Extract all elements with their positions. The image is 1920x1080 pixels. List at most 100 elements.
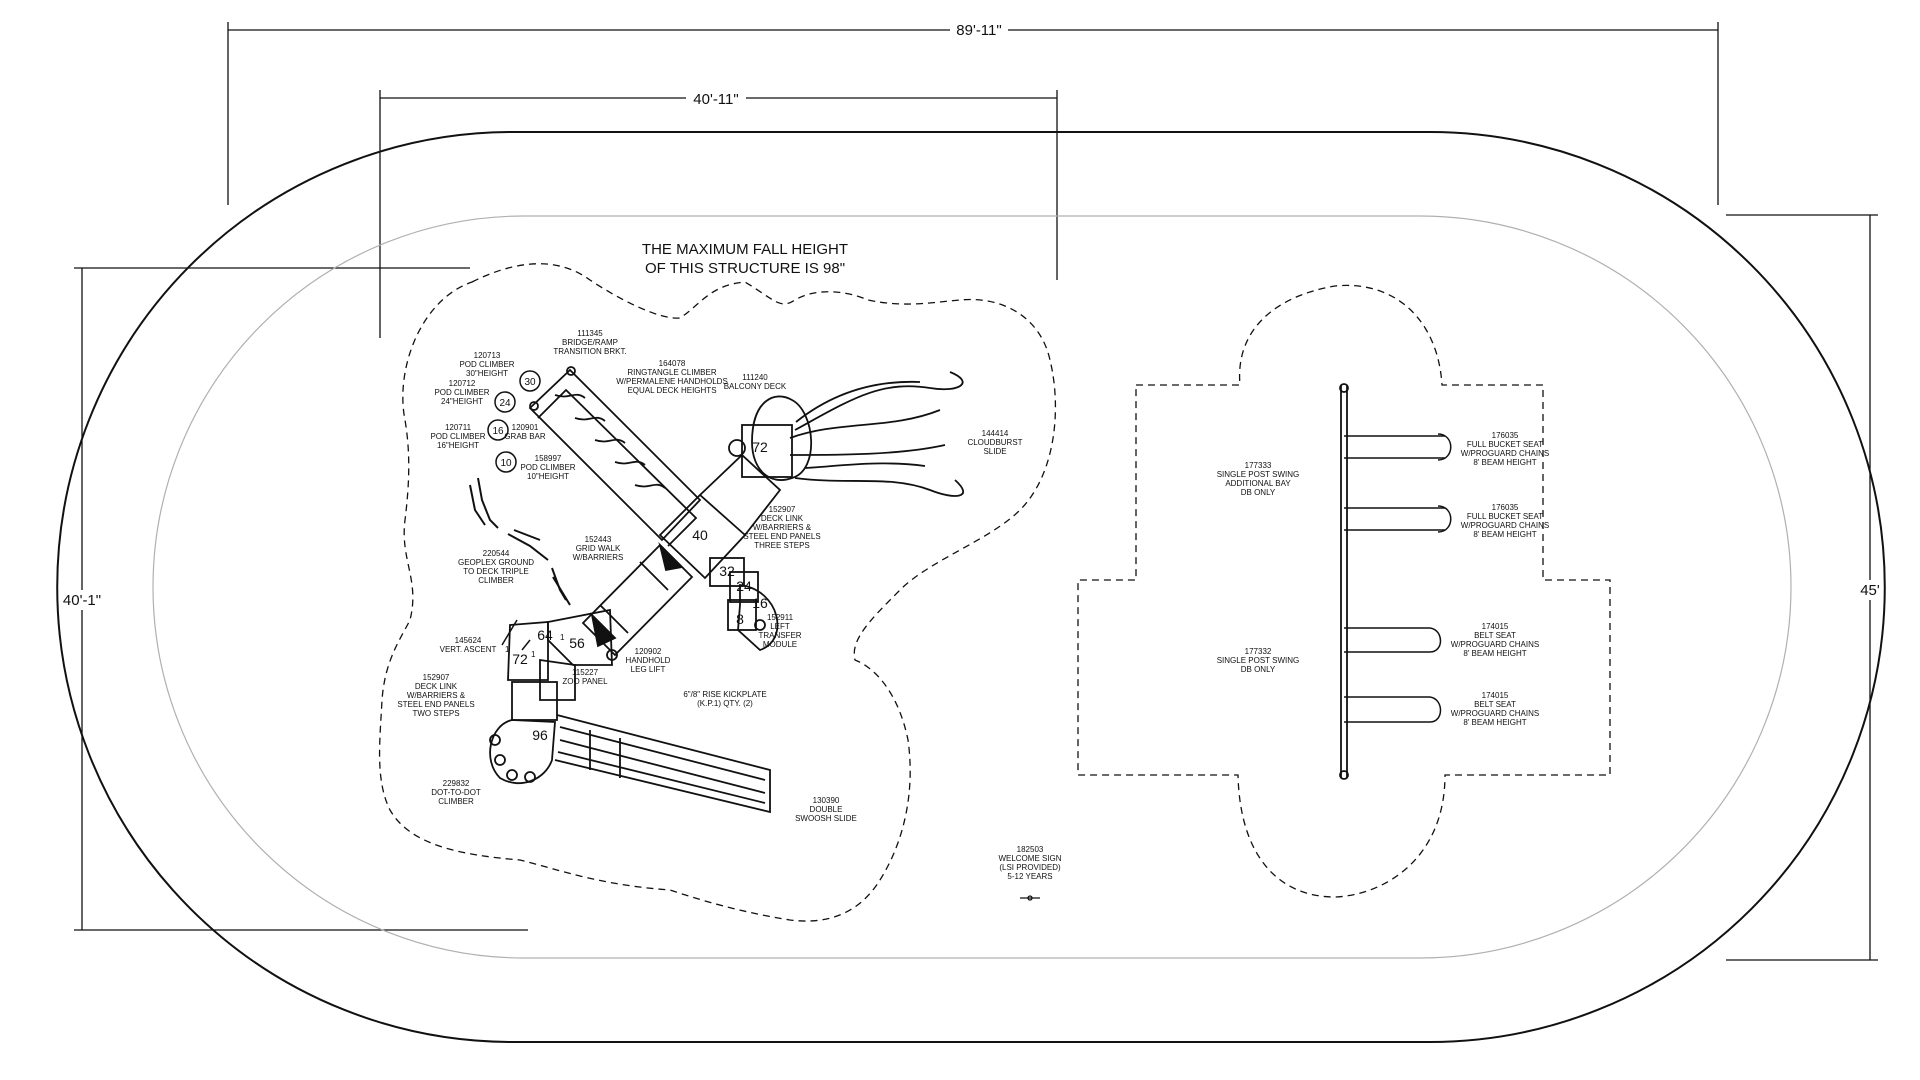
pod-10-number: 10 (500, 458, 512, 469)
vert-label-line: VERT. ASCENT (440, 645, 497, 654)
pod-24-number: 24 (499, 398, 511, 409)
pod10-label-line: POD CLIMBER (520, 463, 575, 472)
welcome-label-line: 5-12 YEARS (1007, 872, 1052, 881)
swing-add-label-line: ADDITIONAL BAY (1225, 479, 1291, 488)
handhold-label-line: LEG LIFT (631, 665, 666, 674)
inner-track-boundary (152, 215, 1792, 959)
swoosh-label-line: 130390 (813, 796, 840, 805)
grabbar-label-line: GRAB BAR (504, 432, 546, 441)
bucket1-label-line: 8' BEAM HEIGHT (1473, 458, 1536, 467)
pod24-label-line: POD CLIMBER (434, 388, 489, 397)
structure-length-dimension: 40'-11" (693, 91, 738, 108)
grid-walk (581, 542, 694, 657)
decklink2-label-line: W/BARRIERS & (407, 691, 466, 700)
transfer-label-line: MODULE (763, 640, 797, 649)
pod24-label-line: 120712 (449, 379, 476, 388)
step-32-number: 32 (719, 563, 735, 579)
decklink2-label-line: DECK LINK (415, 682, 458, 691)
belt-seat-2 (1344, 696, 1442, 723)
left-height-dimension: 40'-1" (63, 592, 101, 609)
swoosh-label-line: DOUBLE (810, 805, 843, 814)
welcome-label-line: WELCOME SIGN (998, 854, 1061, 863)
swing-add-label-line: SINGLE POST SWING (1217, 470, 1300, 479)
pod16-label-line: 120711 (445, 423, 472, 432)
welcome-label-line: 182503 (1017, 845, 1044, 854)
deck-edge-tag: 1 (505, 645, 510, 654)
cloudburst-slide (789, 371, 964, 497)
vert-label-line: 145624 (455, 636, 482, 645)
pod16-label-line: 16"HEIGHT (437, 441, 479, 450)
geoplex-label-line: 220544 (483, 549, 510, 558)
swing-beam (1339, 383, 1349, 780)
belt2-label-line: BELT SEAT (1474, 700, 1516, 709)
swing-add-label-line: 177333 (1245, 461, 1272, 470)
pod30-label-line: 30"HEIGHT (466, 369, 508, 378)
belt-seat-1 (1344, 627, 1442, 653)
bucket-seat-1 (1344, 433, 1452, 461)
geoplex-label-line: CLIMBER (478, 576, 514, 585)
kickplate-label-line: (K.P.1) QTY. (2) (697, 699, 753, 708)
structure-use-zone (378, 263, 1057, 922)
swing-single-label-line: 177332 (1245, 647, 1272, 656)
ringtangle-label-line: RINGTANGLE CLIMBER (627, 368, 716, 377)
balcony-label-line: 111240 (742, 373, 768, 382)
ringtangle-label-line: EQUAL DECK HEIGHTS (627, 386, 716, 395)
zoo-label-line: ZOO PANEL (562, 677, 608, 686)
overall-length-dimension: 89'-11" (956, 22, 1001, 39)
step-8-number: 8 (736, 611, 744, 627)
fall-height-note-line1: THE MAXIMUM FALL HEIGHT (642, 241, 848, 258)
decklink2-label-line: 152907 (423, 673, 450, 682)
decklink2-label-line: STEEL END PANELS (397, 700, 474, 709)
belt2-label-line: 8' BEAM HEIGHT (1463, 718, 1526, 727)
geoplex-label-line: TO DECK TRIPLE (463, 567, 529, 576)
dimension-lines (74, 22, 1878, 961)
deck-56-number: 56 (569, 635, 585, 651)
decklink2-label-line: TWO STEPS (412, 709, 459, 718)
bucket2-label-line: W/PROGUARD CHAINS (1461, 521, 1549, 530)
swing-single-label-line: DB ONLY (1241, 665, 1276, 674)
belt2-label-line: W/PROGUARD CHAINS (1451, 709, 1539, 718)
dottodot-label-line: 229832 (443, 779, 470, 788)
deck-link-two-steps (511, 681, 558, 721)
center-deck (658, 453, 782, 580)
deck-link-three-steps (709, 557, 779, 652)
transfer-label-line: LEFT (770, 622, 790, 631)
bucket-seat-2 (1344, 505, 1452, 533)
step-24-number: 24 (736, 578, 752, 594)
bucket2-label-line: 176035 (1492, 503, 1519, 512)
gridwalk-label-line: GRID WALK (576, 544, 621, 553)
deck-edge-tag: 1 (531, 650, 536, 659)
pod30-label-line: POD CLIMBER (459, 360, 514, 369)
outer-surfacing-boundary (56, 131, 1886, 1043)
welcome-sign (1020, 895, 1040, 901)
decklink3-label-line: 152907 (769, 505, 796, 514)
bridge-label-line: 111345 (577, 329, 603, 338)
decklink3-label-line: W/BARRIERS & (753, 523, 812, 532)
pod24-label-line: 24"HEIGHT (441, 397, 483, 406)
bucket2-label-line: 8' BEAM HEIGHT (1473, 530, 1536, 539)
cloudburst-label-line: SLIDE (983, 447, 1006, 456)
ringtangle-label-line: W/PERMALENE HANDHOLDS (616, 377, 728, 386)
deck-72-number: 72 (512, 651, 528, 667)
pod-16-number: 16 (492, 426, 504, 437)
gridwalk-label-line: W/BARRIERS (573, 553, 624, 562)
cloudburst-label-line: CLOUDBURST (967, 438, 1022, 447)
handhold-label-line: HANDHOLD (626, 656, 671, 665)
dot-to-dot-climber (489, 719, 556, 785)
welcome-label-line: (LSI PROVIDED) (999, 863, 1061, 872)
belt1-label-line: 8' BEAM HEIGHT (1463, 649, 1526, 658)
dottodot-label-line: DOT-TO-DOT (431, 788, 481, 797)
swing-use-zone (1077, 284, 1611, 898)
swoosh-label-line: SWOOSH SLIDE (795, 814, 857, 823)
grabbar-label-line: 120901 (512, 423, 539, 432)
balcony-deck (728, 395, 813, 481)
double-swoosh-slide (554, 714, 771, 814)
belt1-label-line: 174015 (1482, 622, 1509, 631)
swing-single-label-line: SINGLE POST SWING (1217, 656, 1300, 665)
balcony-label-line: BALCONY DECK (724, 382, 787, 391)
deck-64-number: 64 (537, 627, 553, 643)
handhold-label-line: 120902 (635, 647, 662, 656)
gridwalk-label-line: 152443 (585, 535, 612, 544)
bucket1-label-line: 176035 (1492, 431, 1519, 440)
